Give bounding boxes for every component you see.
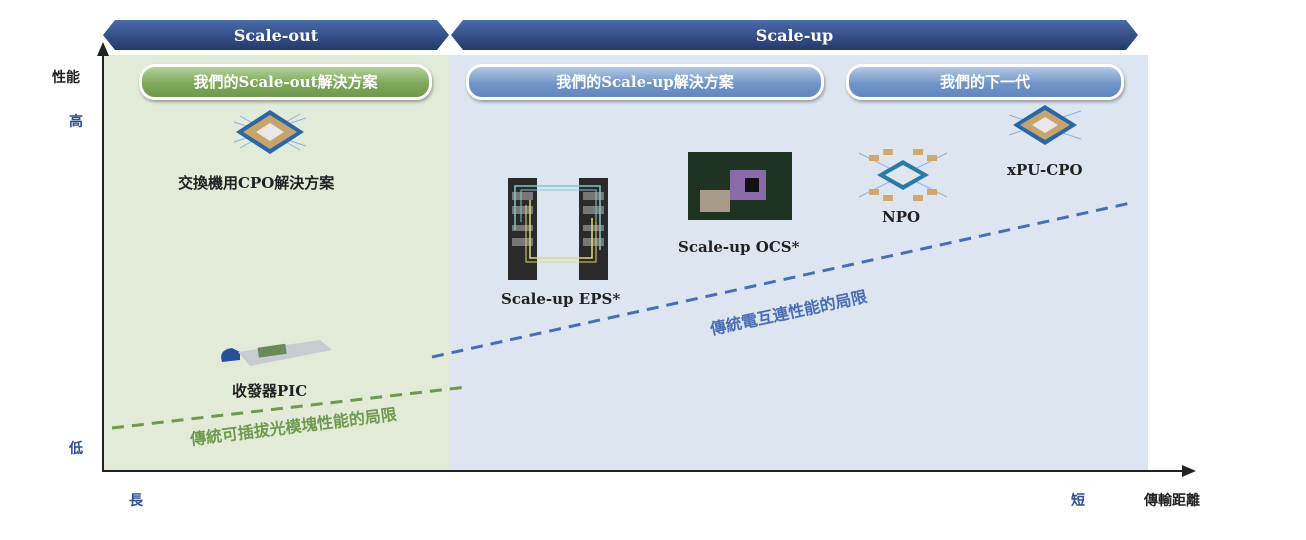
x-axis-short: 短: [1071, 493, 1085, 509]
x-axis-arrow: [1182, 465, 1196, 477]
scale-up-banner: [451, 20, 1138, 50]
xpu-cpo-chip-icon: [1008, 105, 1082, 145]
x-axis-long: 長: [129, 493, 143, 509]
transceiver-pic-module-icon: [221, 340, 332, 366]
y-axis-low: 低: [69, 441, 83, 457]
next-gen-pill: 我們的下一代: [846, 64, 1124, 100]
transceiver-pic-label: 收發器PIC: [232, 382, 308, 400]
y-axis-arrow: [97, 42, 109, 56]
y-axis-title: 性能: [52, 70, 80, 86]
npo-chip-icon: [858, 149, 948, 201]
switch-cpo-label: 交換機用CPO解決方案: [178, 174, 335, 192]
npo-label: NPO: [882, 208, 921, 226]
scale-out-banner-label: Scale-out: [233, 26, 319, 45]
scale-out-banner: [103, 20, 449, 50]
y-axis-high: 高: [69, 114, 83, 130]
scale-up-solution-pill: 我們的Scale-up解決方案: [466, 64, 824, 100]
scale-up-eps-racks-icon: [508, 178, 608, 280]
scale-up-eps-label: Scale-up EPS*: [501, 290, 621, 308]
switch-cpo-chip-icon: [233, 110, 307, 154]
scale-up-ocs-photo: [688, 152, 792, 220]
xpu-cpo-label: xPU-CPO: [1007, 161, 1083, 179]
scale-up-banner-label: Scale-up: [755, 26, 834, 45]
scale-out-solution-pill: 我們的Scale-out解決方案: [139, 64, 432, 100]
x-axis-title: 傳輸距離: [1144, 493, 1200, 509]
scale-up-ocs-label: Scale-up OCS*: [678, 238, 800, 256]
electrical-limit-line: [431, 200, 1136, 359]
